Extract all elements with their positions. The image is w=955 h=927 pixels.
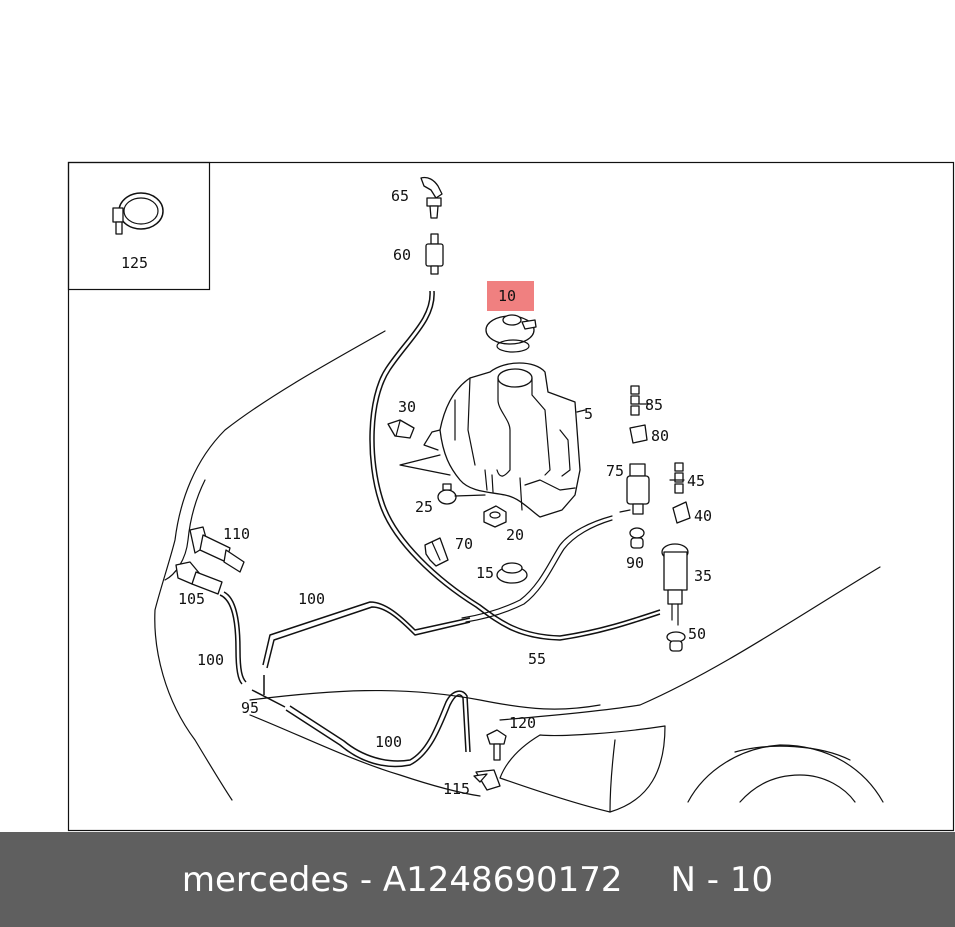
label-100-top: 100 [298,590,325,608]
label-30: 30 [398,398,416,416]
part-labels: 125 65 60 10 30 5 85 80 75 45 40 25 20 7… [121,187,712,798]
position-prefix: N [670,859,696,900]
label-65: 65 [391,187,409,205]
label-80: 80 [651,427,669,445]
label-105: 105 [178,590,205,608]
diagram-frame [67,161,955,832]
bracket-clip-icon [424,537,449,567]
label-75: 75 [606,462,624,480]
connector-small-icon [672,462,691,524]
part-number: A1248690172 [382,859,623,900]
nozzle-part-icon [420,176,443,219]
mounting-bolt-icon [486,729,507,761]
position-number: 10 [729,859,774,900]
separator: - [706,859,720,900]
label-115: 115 [443,780,470,798]
label-60: 60 [393,246,411,264]
label-25: 25 [415,498,433,516]
label-5: 5 [584,405,593,423]
pump-grommet-icon [629,527,645,549]
label-45: 45 [687,472,705,490]
hose-line [373,290,661,637]
inset-box [67,161,211,291]
highlight-box [487,281,534,311]
label-50: 50 [688,625,706,643]
label-100-bottom: 100 [375,733,402,751]
label-40: 40 [694,507,712,525]
hose-clamp-icon [112,192,164,235]
elbow-fitting-icon [473,769,501,791]
label-120: 120 [509,714,536,732]
washer-reservoir-icon [423,362,581,518]
pump-seal-icon [666,631,686,652]
nut-icon [483,505,507,528]
label-10-highlighted: 10 [498,287,516,305]
label-110: 110 [223,525,250,543]
label-15: 15 [476,564,494,582]
label-20: 20 [506,526,524,544]
plug-fastener-icon [387,419,415,439]
label-85: 85 [645,396,663,414]
label-35: 35 [694,567,712,585]
label-100-left: 100 [197,651,224,669]
hose-line [219,594,243,685]
connector-icon [629,385,648,444]
bolt-icon [437,483,457,505]
inset-part-label: 125 [121,254,148,272]
part-info-footer: mercedes - A1248690172 N - 10 [0,832,955,927]
hose-fitting-icon [175,561,223,595]
hose-connector-icon [189,526,245,573]
label-55: 55 [528,650,546,668]
label-95: 95 [241,699,259,717]
washer-pump-small-icon [619,463,650,515]
grommet-icon [496,562,528,584]
washer-pump-large-icon [661,543,689,626]
label-90: 90 [626,554,644,572]
separator: - [359,859,373,900]
reservoir-cap-icon [485,314,537,353]
brand-name: mercedes [181,859,349,900]
check-valve-icon [425,233,444,275]
car-body-outline [154,330,884,813]
label-70: 70 [455,535,473,553]
